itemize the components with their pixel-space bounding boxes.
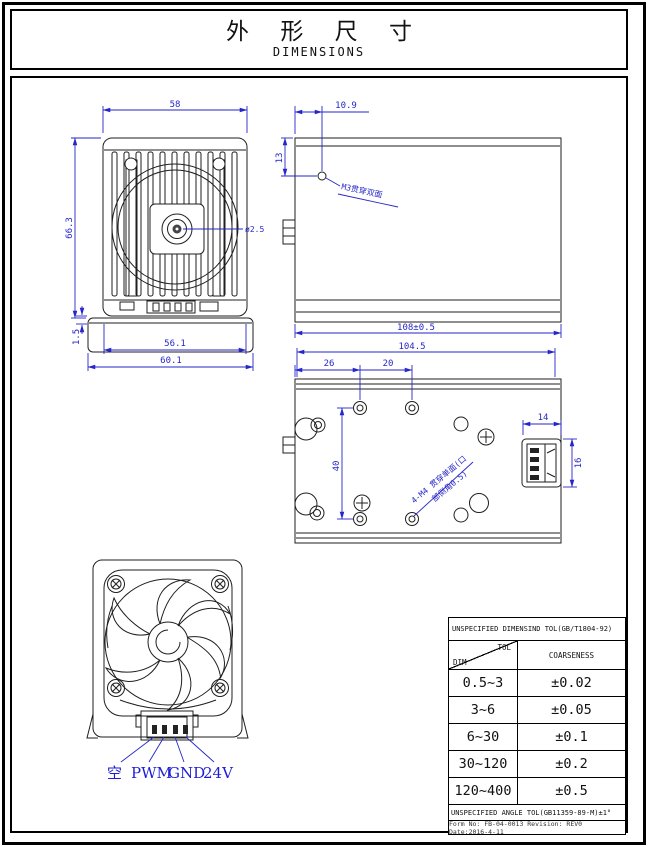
keyhole-slots bbox=[294, 417, 326, 521]
tolerance-header-dim-tol: TOL DIM bbox=[449, 641, 518, 669]
side-view: 10.9 13 M3贯穿双面 108±0.5 bbox=[275, 101, 562, 338]
pin-label-24v: 24V bbox=[203, 764, 234, 782]
dim-front-width: 58 bbox=[170, 100, 181, 110]
range-cell: 3~6 bbox=[449, 697, 518, 723]
range-cell: 120~400 bbox=[449, 778, 518, 804]
fan-rim bbox=[104, 578, 232, 706]
dim-hole-pitch-x: 20 bbox=[383, 359, 394, 369]
rear-foot-right bbox=[237, 713, 249, 739]
fan-connector bbox=[135, 710, 199, 741]
front-dimensions: 58 66.3 1.5 56.1 60.1 ø2.5 bbox=[65, 100, 264, 371]
bottom-dimensions: 104.5 26 20 40 14 16 bbox=[294, 342, 584, 520]
dim-base-inner: 56.1 bbox=[164, 339, 186, 349]
power-connector bbox=[521, 438, 562, 488]
fan-corner-screws bbox=[107, 575, 229, 697]
rear-view: 空 PWM GND 24V bbox=[86, 559, 249, 782]
drawing-frame bbox=[10, 76, 628, 833]
dim-hole-y: 13 bbox=[275, 153, 285, 164]
tol-cell: ±0.1 bbox=[555, 729, 588, 745]
boss-screw-right bbox=[212, 157, 226, 171]
dim-front-height: 66.3 bbox=[65, 217, 75, 239]
pin-label-nc: 空 bbox=[107, 764, 122, 782]
title-block: 外 形 尺 寸 DIMENSIONS bbox=[10, 9, 628, 70]
range-cell: 0.5~3 bbox=[449, 670, 518, 696]
table-row: 120~400 ±0.5 bbox=[449, 778, 625, 805]
dim-hole-x: 10.9 bbox=[335, 101, 357, 111]
form-number-line: Form No: FB-04-0013 Revision: REV0 Date:… bbox=[449, 819, 583, 836]
tolerance-table: UNSPECIFIED DIMENSIND TOL(GB/T1804-92) T… bbox=[448, 617, 626, 836]
bottom-view: 104.5 26 20 40 14 16 bbox=[282, 342, 584, 544]
tolerance-table-title: UNSPECIFIED DIMENSIND TOL(GB/T1804-92) bbox=[449, 618, 625, 641]
fan-frame bbox=[103, 569, 233, 717]
range-cell: 6~30 bbox=[449, 724, 518, 750]
table-row: 30~120 ±0.2 bbox=[449, 751, 625, 778]
table-row: 6~30 ±0.1 bbox=[449, 724, 625, 751]
table-row: 0.5~3 ±0.02 bbox=[449, 670, 625, 697]
dim-side-length: 108±0.5 bbox=[397, 323, 435, 333]
title-english: DIMENSIONS bbox=[272, 45, 366, 60]
mounting-holes bbox=[353, 401, 419, 526]
tol-cell: ±0.02 bbox=[551, 675, 592, 691]
angle-tolerance-note: UNSPECIFIED ANGLE TOL(GB11359-89-M)±1° bbox=[449, 805, 625, 821]
front-view: 58 66.3 1.5 56.1 60.1 ø2.5 bbox=[65, 100, 264, 371]
fan-blades bbox=[104, 579, 234, 711]
pin-label-gnd: GND bbox=[168, 764, 205, 782]
pin-label-pwm: PWM bbox=[131, 764, 172, 782]
title-chinese: 外 形 尺 寸 bbox=[226, 18, 424, 45]
tol-cell: ±0.2 bbox=[555, 756, 588, 772]
dim-aperture: ø2.5 bbox=[245, 225, 264, 234]
pin-leaders bbox=[120, 736, 215, 763]
dim-hole-pitch-y: 40 bbox=[332, 461, 342, 472]
rear-foot-left bbox=[86, 713, 98, 739]
range-cell: 30~120 bbox=[449, 751, 518, 777]
rear-body-outline bbox=[92, 559, 243, 738]
front-pcb-details bbox=[119, 300, 219, 314]
screw-heads bbox=[353, 428, 495, 512]
laser-aperture bbox=[149, 203, 205, 255]
m3-hole bbox=[317, 171, 327, 181]
header-coarseness: COARSENESS bbox=[548, 650, 595, 660]
boss-screw-left bbox=[124, 157, 138, 171]
side-dimensions: 10.9 13 M3贯穿双面 108±0.5 bbox=[275, 101, 562, 338]
dim-bottom-length: 104.5 bbox=[398, 342, 425, 352]
tol-cell: ±0.5 bbox=[555, 783, 588, 799]
dim-connector-width: 14 bbox=[538, 413, 549, 423]
header-tol: TOL bbox=[497, 643, 511, 652]
header-dim: DIM bbox=[453, 658, 467, 667]
note-m3: M3贯穿双面 bbox=[341, 181, 384, 199]
side-terminal-tab bbox=[282, 219, 296, 245]
dim-connector-height: 16 bbox=[574, 458, 584, 469]
clearance-holes bbox=[453, 416, 489, 523]
table-row: 3~6 ±0.05 bbox=[449, 697, 625, 724]
dim-base-outer: 60.1 bbox=[160, 356, 182, 366]
tol-cell: ±0.05 bbox=[551, 702, 592, 718]
bottom-terminal-tab bbox=[282, 436, 296, 454]
dim-front-lip: 1.5 bbox=[72, 329, 82, 345]
front-body-outline bbox=[102, 137, 248, 317]
side-body-outline bbox=[294, 137, 562, 323]
dim-edge-to-hole: 26 bbox=[324, 359, 335, 369]
